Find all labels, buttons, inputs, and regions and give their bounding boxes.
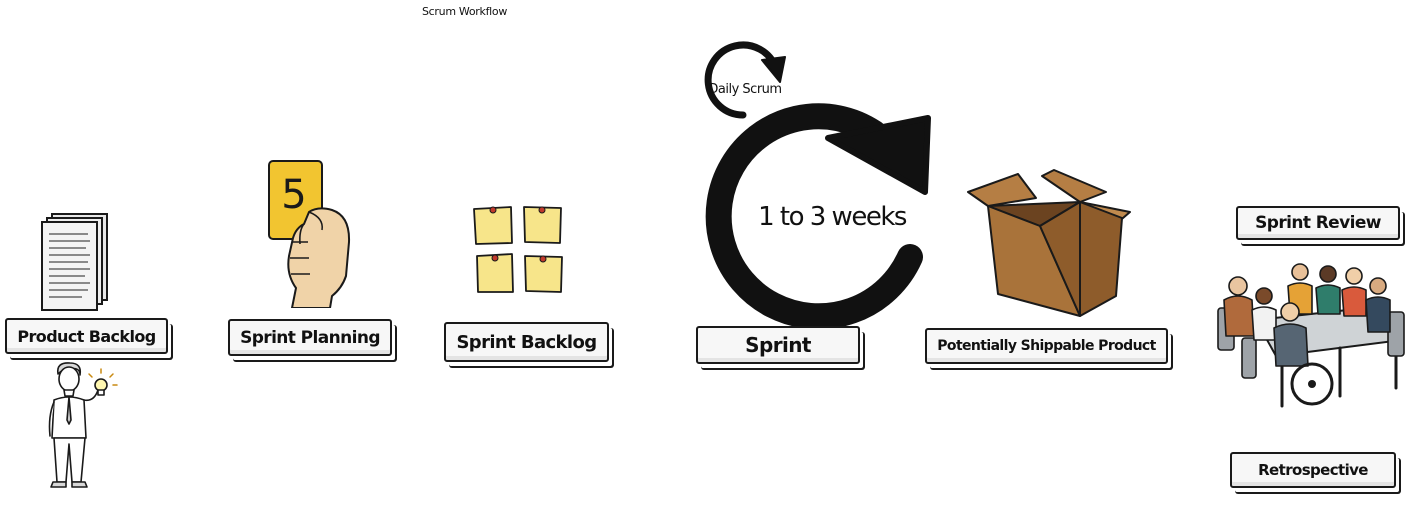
sprint-duration-text: 1 to 3 weeks	[758, 202, 907, 232]
sprint-planning-label: Sprint Planning	[228, 319, 392, 356]
sticky-notes-icon	[473, 206, 563, 293]
sprint-backlog-label: Sprint Backlog	[444, 322, 609, 362]
daily-scrum-label: Daily Scrum	[708, 82, 781, 97]
daily-scrum-arrow	[704, 41, 780, 119]
page-title: Scrum Workflow	[422, 5, 508, 18]
sprint-review-label: Sprint Review	[1236, 206, 1400, 240]
retrospective-label: Retrospective	[1230, 452, 1396, 488]
product-owner-figure	[48, 362, 118, 488]
sprint-cycle-diagram: Daily Scrum 1 to 3 weeks	[704, 41, 931, 328]
documents-icon	[41, 213, 108, 311]
estimation-card-hand: 5	[268, 160, 351, 308]
sprint-label: Sprint	[696, 326, 860, 364]
potentially-shippable-product-label: Potentially Shippable Product	[925, 328, 1168, 364]
product-backlog-label: Product Backlog	[5, 318, 168, 354]
sprint-cycle-arrow	[705, 103, 923, 328]
planning-card-value: 5	[281, 172, 306, 218]
box-icon	[967, 169, 1131, 317]
team-meeting-illustration	[1217, 263, 1405, 408]
